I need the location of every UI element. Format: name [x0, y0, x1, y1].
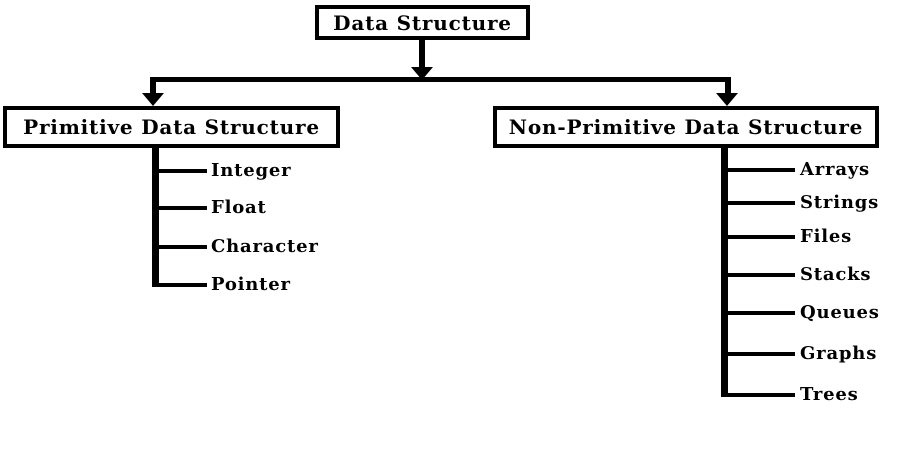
leaf-graphs: Graphs: [800, 343, 878, 364]
connector-line: [419, 39, 425, 68]
non-primitive-branch-node: Non-Primitive Data Structure: [493, 106, 879, 148]
connector-line: [727, 235, 795, 239]
connector-line: [158, 169, 207, 173]
connector-line: [727, 201, 795, 205]
non-primitive-branch-label: Non-Primitive Data Structure: [508, 115, 864, 139]
leaf-strings: Strings: [800, 192, 880, 213]
leaf-pointer: Pointer: [211, 274, 291, 295]
connector-line: [725, 77, 731, 94]
leaf-trees: Trees: [800, 384, 859, 405]
connector-line: [158, 245, 207, 249]
connector-line: [158, 283, 207, 287]
leaf-float: Float: [211, 197, 267, 218]
connector-line: [727, 352, 795, 356]
connector-line: [152, 147, 159, 287]
connector-line: [721, 147, 728, 397]
connector-line: [727, 393, 795, 397]
arrow-down-icon: [142, 93, 164, 106]
arrow-down-icon: [411, 67, 433, 80]
connector-line: [150, 77, 156, 94]
leaf-integer: Integer: [211, 160, 292, 181]
connector-line: [150, 77, 731, 82]
primitive-branch-label: Primitive Data Structure: [23, 115, 320, 139]
leaf-files: Files: [800, 226, 853, 247]
connector-line: [727, 168, 795, 172]
root-node-label: Data Structure: [333, 10, 512, 35]
leaf-queues: Queues: [800, 302, 880, 323]
arrow-down-icon: [716, 93, 738, 106]
connector-line: [727, 273, 795, 277]
leaf-character: Character: [211, 236, 319, 257]
connector-line: [727, 311, 795, 315]
leaf-arrays: Arrays: [800, 159, 870, 180]
primitive-branch-node: Primitive Data Structure: [3, 106, 340, 148]
root-node: Data Structure: [315, 5, 530, 40]
leaf-stacks: Stacks: [800, 264, 872, 285]
connector-line: [158, 206, 207, 210]
